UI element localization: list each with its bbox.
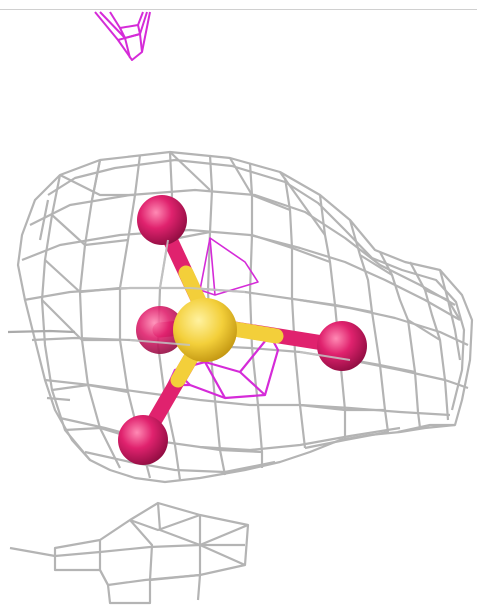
atoms <box>118 195 367 465</box>
oxygen-atom-top <box>137 195 187 245</box>
oxygen-atom-bottom <box>118 415 168 465</box>
magenta-mesh-fragment-top <box>94 11 151 61</box>
sulfur-atom <box>173 298 237 362</box>
gray-mesh-fragment-bottom <box>9 501 250 605</box>
gray-density-mesh <box>7 150 474 484</box>
gray-mesh-foreground <box>120 239 351 361</box>
oxygen-atom-right <box>317 321 367 371</box>
top-divider <box>0 9 477 10</box>
magenta-mesh-inner <box>166 237 280 400</box>
